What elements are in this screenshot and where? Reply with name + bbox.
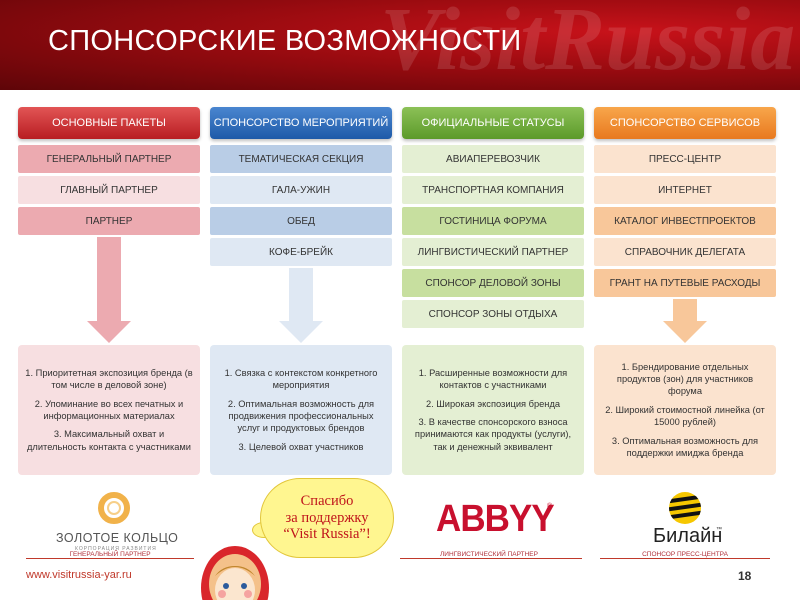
benefit-text: 1. Брендирование отдельных продуктов (зо… bbox=[616, 361, 754, 397]
sponsor-caption: ГЕНЕРАЛЬНЫЙ ПАРТНЕР bbox=[69, 551, 151, 558]
benefit-text: 2. Широкая экспозиция бренда bbox=[425, 398, 561, 409]
matryoshka-doll-icon bbox=[200, 540, 270, 605]
divider bbox=[400, 558, 582, 559]
list-item: КАТАЛОГ ИНВЕСТПРОЕКТОВ bbox=[594, 207, 776, 235]
list-item: АВИАПЕРЕВОЗЧИК bbox=[402, 145, 584, 173]
down-arrow-icon bbox=[663, 321, 707, 343]
benefit-text: 2. Упоминание во всех печатных и информа… bbox=[34, 398, 184, 421]
list-item: ТРАНСПОРТНАЯ КОМПАНИЯ bbox=[402, 176, 584, 204]
benefit-text: 1. Приоритетная экспозиция бренда (в том… bbox=[25, 367, 193, 391]
arrow-shaft bbox=[289, 268, 313, 321]
column-header-event-sponsorship: СПОНСОРСТВО МЕРОПРИЯТИЙ bbox=[210, 107, 392, 139]
benefit-text: 1. Расширенные возможности для контактов… bbox=[418, 367, 568, 391]
page-number: 18 bbox=[738, 569, 752, 583]
list-item: ИНТЕРНЕТ bbox=[594, 176, 776, 204]
beeline-logo-icon bbox=[668, 491, 702, 525]
list-item: СПОНСОР ЗОНЫ ОТДЫХА bbox=[402, 300, 584, 328]
list-item: ТЕМАТИЧЕСКАЯ СЕКЦИЯ bbox=[210, 145, 392, 173]
list-item: ГЕНЕРАЛЬНЫЙ ПАРТНЕР bbox=[18, 145, 200, 173]
golden-ring-logo-icon bbox=[96, 490, 132, 526]
sponsor-caption: ЛИНГВИСТИЧЕСКИЙ ПАРТНЕР bbox=[440, 551, 538, 558]
benefits-box-main-packages: 1. Приоритетная экспозиция бренда (в том… bbox=[18, 345, 200, 475]
bubble-text: за поддержку bbox=[285, 509, 369, 526]
page-title: СПОНСОРСКИЕ ВОЗМОЖНОСТИ bbox=[48, 25, 522, 57]
column-header-official-statuses: ОФИЦИАЛЬНЫЕ СТАТУСЫ bbox=[402, 107, 584, 139]
beeline-logo-text: Билайн bbox=[653, 525, 723, 547]
trademark-icon: ™ bbox=[716, 527, 722, 533]
benefits-box-official-statuses: 1. Расширенные возможности для контактов… bbox=[402, 345, 584, 475]
header-watermark: VisitRussia bbox=[380, 0, 796, 89]
abbyy-logo: ABBYY bbox=[436, 498, 555, 540]
thanks-speech-bubble: Спасибо за поддержку “Visit Russia”! bbox=[260, 478, 394, 558]
down-arrow-icon bbox=[87, 321, 131, 343]
benefits-box-service-sponsorship: 1. Брендирование отдельных продуктов (зо… bbox=[594, 345, 776, 475]
benefit-text: 3. Оптимальная возможность для поддержки… bbox=[611, 435, 759, 458]
list-item: ЛИНГВИСТИЧЕСКИЙ ПАРТНЕР bbox=[402, 238, 584, 266]
benefit-text: 3. В качестве спонсорского взноса приним… bbox=[414, 417, 572, 452]
column-header-service-sponsorship: СПОНСОРСТВО СЕРВИСОВ bbox=[594, 107, 776, 139]
registered-mark-icon: ® bbox=[547, 503, 553, 510]
list-item: СПОНСОР ДЕЛОВОЙ ЗОНЫ bbox=[402, 269, 584, 297]
list-item: ПАРТНЕР bbox=[18, 207, 200, 235]
arrow-shaft bbox=[97, 237, 121, 321]
site-url-link[interactable]: www.visitrussia-yar.ru bbox=[26, 569, 132, 581]
list-item: ГОСТИНИЦА ФОРУМА bbox=[402, 207, 584, 235]
sponsor-logo-subtext: КОРПОРАЦИЯ РАЗВИТИЯ bbox=[75, 546, 157, 552]
benefit-text: 2. Широкий стоимостной линейка (от 15000… bbox=[605, 404, 765, 428]
divider bbox=[26, 558, 194, 559]
list-item: ГРАНТ НА ПУТЕВЫЕ РАСХОДЫ bbox=[594, 269, 776, 297]
benefit-text: 2. Оптимальная возможность для продвижен… bbox=[227, 398, 375, 434]
divider bbox=[600, 558, 770, 559]
benefits-box-event-sponsorship: 1. Связка с контекстом конкретного мероп… bbox=[210, 345, 392, 475]
list-item: ОБЕД bbox=[210, 207, 392, 235]
down-arrow-icon bbox=[279, 321, 323, 343]
list-item: КОФЕ-БРЕЙК bbox=[210, 238, 392, 266]
list-item: ГАЛА-УЖИН bbox=[210, 176, 392, 204]
bubble-text: Спасибо bbox=[300, 492, 354, 509]
sponsor-caption: СПОНСОР ПРЕСС-ЦЕНТРА bbox=[642, 551, 728, 558]
header-banner: VisitRussia СПОНСОРСКИЕ ВОЗМОЖНОСТИ bbox=[0, 0, 800, 90]
column-header-main-packages: ОСНОВНЫЕ ПАКЕТЫ bbox=[18, 107, 200, 139]
benefit-text: 1. Связка с контекстом конкретного мероп… bbox=[224, 367, 378, 391]
sponsor-logo-text: ЗОЛОТОЕ КОЛЬЦО bbox=[56, 531, 179, 545]
list-item: ГЛАВНЫЙ ПАРТНЕР bbox=[18, 176, 200, 204]
benefit-text: 3. Целевой охват участников bbox=[238, 441, 364, 452]
list-item: СПРАВОЧНИК ДЕЛЕГАТА bbox=[594, 238, 776, 266]
bubble-text: “Visit Russia”! bbox=[283, 526, 371, 543]
list-item: ПРЕСС-ЦЕНТР bbox=[594, 145, 776, 173]
benefit-text: 3. Максимальный охват и длительность кон… bbox=[27, 429, 191, 452]
arrow-shaft bbox=[673, 299, 697, 321]
